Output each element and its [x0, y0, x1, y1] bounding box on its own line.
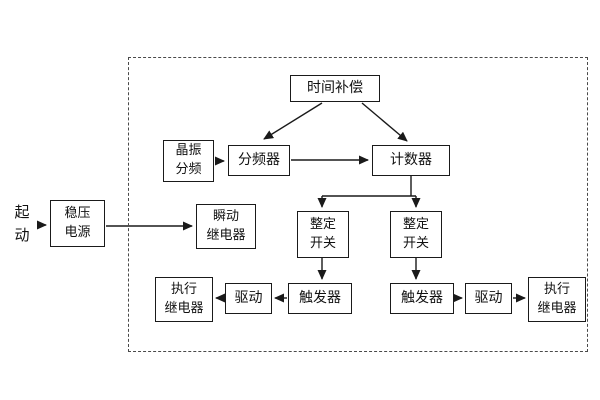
box-trigger-left-label: 触发器: [299, 290, 341, 307]
box-crystal-divider: 晶振 分频: [163, 140, 214, 182]
box-frequency-divider-label: 分频器: [238, 152, 280, 169]
box-time-compensation: 时间补偿: [290, 75, 380, 102]
box-counter: 计数器: [372, 145, 450, 176]
box-crystal-divider-line2: 分频: [175, 162, 202, 177]
box-exec-relay-right-line2: 继电器: [537, 300, 577, 316]
box-setting-switch-right-line1: 整定: [402, 216, 429, 232]
box-trigger-left: 触发器: [288, 283, 352, 314]
box-exec-relay-right: 执行 继电器: [528, 277, 586, 322]
start-label: 起 动: [6, 201, 38, 246]
start-label-line2: 动: [14, 225, 30, 244]
box-time-compensation-label: 时间补偿: [307, 80, 363, 97]
box-voltage-regulator: 稳压 电源: [50, 200, 105, 247]
box-setting-switch-right-line2: 开关: [402, 235, 429, 251]
box-drive-left: 驱动: [225, 283, 272, 314]
box-drive-left-label: 驱动: [234, 290, 263, 307]
box-voltage-regulator-line1: 稳压: [64, 205, 91, 221]
box-instant-relay-line2: 继电器: [206, 227, 246, 243]
box-instant-relay-line1: 瞬动: [212, 208, 239, 224]
box-exec-relay-left-line2: 继电器: [164, 300, 204, 316]
box-setting-switch-left: 整定 开关: [297, 211, 349, 258]
box-instant-relay: 瞬动 继电器: [196, 204, 256, 249]
box-setting-switch-left-line2: 开关: [309, 235, 336, 251]
box-trigger-right: 触发器: [390, 283, 454, 314]
arrow-timecomp-to-counter: [361, 102, 408, 142]
start-label-line1: 起: [14, 203, 30, 221]
box-exec-relay-left-line1: 执行: [170, 281, 197, 297]
box-voltage-regulator-line2: 电源: [64, 224, 91, 240]
box-trigger-right-label: 触发器: [401, 290, 443, 307]
box-setting-switch-left-line1: 整定: [309, 216, 336, 232]
box-drive-right-label: 驱动: [474, 290, 503, 307]
box-exec-relay-right-line1: 执行: [543, 281, 570, 297]
box-crystal-divider-line1: 晶振: [175, 143, 202, 159]
box-counter-label: 计数器: [390, 152, 432, 169]
dashed-boundary-frame: [128, 57, 588, 352]
box-frequency-divider: 分频器: [228, 145, 290, 176]
arrow-timecomp-to-divider: [263, 102, 323, 140]
box-exec-relay-left: 执行 继电器: [155, 277, 213, 322]
box-setting-switch-right: 整定 开关: [390, 211, 442, 258]
box-drive-right: 驱动: [465, 283, 512, 314]
